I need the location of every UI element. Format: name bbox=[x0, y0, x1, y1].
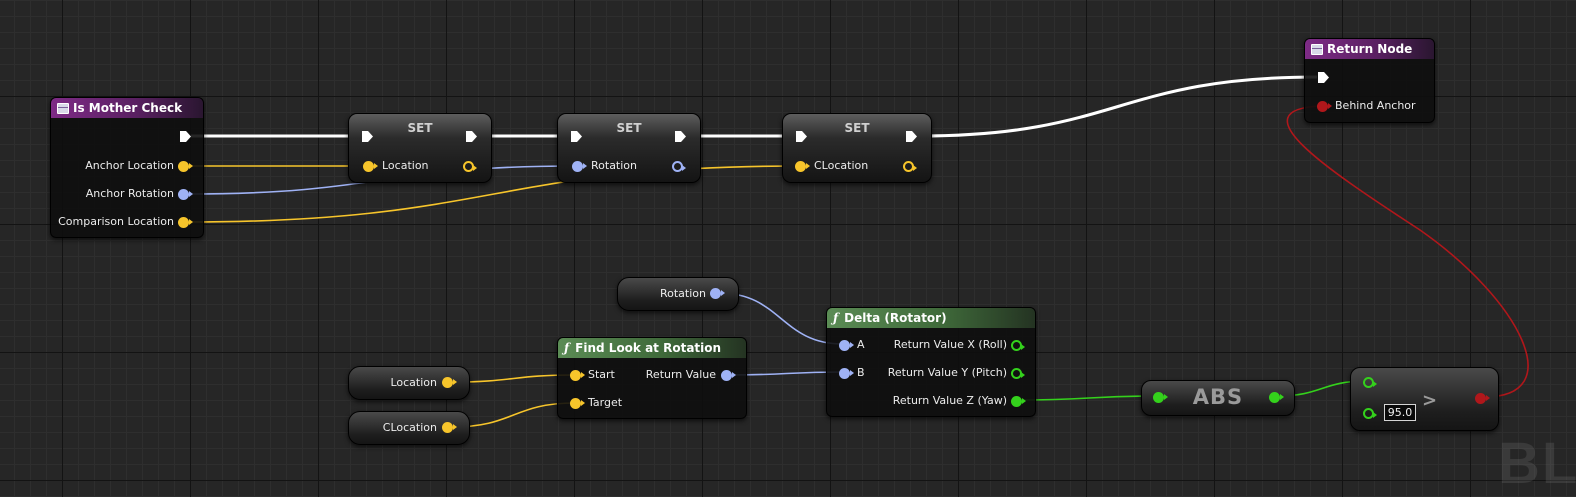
return-x-pin[interactable] bbox=[1011, 340, 1025, 351]
clocation-input-label: CLocation bbox=[814, 159, 869, 172]
greater-b-value-field[interactable] bbox=[1384, 404, 1416, 421]
abs-node[interactable]: ABS bbox=[1141, 380, 1295, 416]
function-result-icon bbox=[1311, 43, 1323, 55]
return-value-label: Return Value bbox=[645, 368, 716, 381]
start-pin[interactable] bbox=[570, 370, 585, 381]
rotation-input-pin[interactable] bbox=[572, 161, 587, 172]
delta-rotator-header: ƒ Delta (Rotator) bbox=[827, 308, 1035, 328]
set-clocation-node[interactable]: SET CLocation bbox=[782, 113, 932, 183]
b-input-pin[interactable] bbox=[839, 368, 854, 379]
return-z-label: Return Value Z (Yaw) bbox=[892, 394, 1007, 407]
exec-in-pin[interactable] bbox=[570, 130, 583, 143]
set-clocation-title: SET bbox=[844, 121, 870, 135]
function-entry-icon bbox=[57, 102, 69, 114]
abs-input-pin[interactable] bbox=[1153, 392, 1168, 403]
comparison-location-label: Comparison Location bbox=[58, 215, 174, 228]
rotation-getter-node[interactable]: Rotation bbox=[617, 277, 739, 311]
greater-than-operator: > bbox=[1422, 390, 1438, 411]
a-input-label: A bbox=[857, 338, 865, 351]
is-mother-check-node[interactable]: Is Mother Check Anchor Location Anchor R… bbox=[50, 97, 204, 238]
rotation-getter-pin[interactable] bbox=[710, 288, 725, 299]
return-y-label: Return Value Y (Pitch) bbox=[887, 366, 1007, 379]
location-output-pin[interactable] bbox=[463, 161, 477, 172]
function-icon: ƒ bbox=[833, 311, 839, 325]
set-rotation-node[interactable]: SET Rotation bbox=[557, 113, 701, 183]
return-y-pin[interactable] bbox=[1011, 368, 1025, 379]
set-location-node[interactable]: SET Location bbox=[348, 113, 492, 183]
target-pin[interactable] bbox=[570, 398, 585, 409]
rotation-input-label: Rotation bbox=[591, 159, 638, 172]
comparison-location-wire bbox=[187, 165, 801, 223]
is-mother-check-header: Is Mother Check bbox=[51, 98, 203, 118]
return-value-pin[interactable] bbox=[721, 370, 736, 381]
clocation-output-pin[interactable] bbox=[903, 161, 917, 172]
anchor-rotation-label: Anchor Rotation bbox=[85, 187, 174, 200]
function-icon: ƒ bbox=[564, 341, 570, 355]
set-rotation-title: SET bbox=[616, 121, 642, 135]
exec-out-pin[interactable] bbox=[465, 130, 478, 143]
delta-rotator-node[interactable]: ƒ Delta (Rotator) A B Return Value X (Ro… bbox=[826, 307, 1036, 417]
is-mother-check-title: Is Mother Check bbox=[73, 101, 183, 115]
location-getter-label: Location bbox=[390, 376, 437, 389]
set-location-title: SET bbox=[407, 121, 433, 135]
delta-z-to-abs-wire bbox=[1019, 395, 1159, 401]
greater-than-node[interactable]: > bbox=[1350, 367, 1499, 431]
exec-out-pin[interactable] bbox=[674, 130, 687, 143]
anchor-location-pin[interactable] bbox=[178, 161, 193, 172]
clocation-getter-pin[interactable] bbox=[442, 422, 457, 433]
start-label: Start bbox=[588, 368, 615, 381]
delta-rotator-title: Delta (Rotator) bbox=[844, 311, 947, 325]
exec-out-pin[interactable] bbox=[905, 130, 918, 143]
comparison-location-pin[interactable] bbox=[178, 217, 193, 228]
exec-out-pin[interactable] bbox=[179, 130, 192, 143]
anchor-rotation-pin[interactable] bbox=[178, 189, 193, 200]
watermark-text: BL bbox=[1498, 431, 1576, 496]
location-input-label: Location bbox=[382, 159, 429, 172]
find-look-at-rotation-header: ƒ Find Look at Rotation bbox=[558, 338, 746, 358]
greater-a-pin[interactable] bbox=[1363, 377, 1377, 388]
location-input-pin[interactable] bbox=[363, 161, 378, 172]
find-look-at-rotation-title: Find Look at Rotation bbox=[575, 341, 722, 355]
find-look-at-rotation-node[interactable]: ƒ Find Look at Rotation Start Target Ret… bbox=[557, 337, 747, 419]
clocation-getter-node[interactable]: CLocation bbox=[348, 411, 470, 445]
a-input-pin[interactable] bbox=[839, 340, 854, 351]
target-label: Target bbox=[588, 396, 623, 409]
return-node[interactable]: Return Node Behind Anchor bbox=[1304, 38, 1435, 123]
return-node-header: Return Node bbox=[1305, 39, 1434, 59]
rotation-getter-label: Rotation bbox=[659, 287, 706, 300]
exec-in-pin[interactable] bbox=[795, 130, 808, 143]
behind-anchor-label: Behind Anchor bbox=[1335, 99, 1416, 112]
exec-in-pin[interactable] bbox=[1317, 71, 1330, 84]
location-getter-node[interactable]: Location bbox=[348, 366, 470, 400]
anchor-location-label: Anchor Location bbox=[85, 159, 174, 172]
return-x-label: Return Value X (Roll) bbox=[893, 338, 1007, 351]
greater-b-pin[interactable] bbox=[1363, 408, 1377, 419]
location-getter-pin[interactable] bbox=[442, 377, 457, 388]
return-node-title: Return Node bbox=[1327, 42, 1413, 56]
greater-to-behind-anchor-wire bbox=[1286, 105, 1529, 398]
clocation-input-pin[interactable] bbox=[795, 161, 810, 172]
behind-anchor-pin[interactable] bbox=[1317, 101, 1332, 112]
greater-output-pin[interactable] bbox=[1475, 393, 1490, 404]
exec-wire-4 bbox=[918, 75, 1318, 138]
clocation-getter-label: CLocation bbox=[382, 421, 437, 434]
exec-in-pin[interactable] bbox=[361, 130, 374, 143]
rotation-output-pin[interactable] bbox=[672, 161, 686, 172]
abs-output-pin[interactable] bbox=[1269, 392, 1284, 403]
b-input-label: B bbox=[857, 366, 865, 379]
abs-title: ABS bbox=[1192, 385, 1244, 409]
return-z-pin[interactable] bbox=[1011, 396, 1026, 407]
